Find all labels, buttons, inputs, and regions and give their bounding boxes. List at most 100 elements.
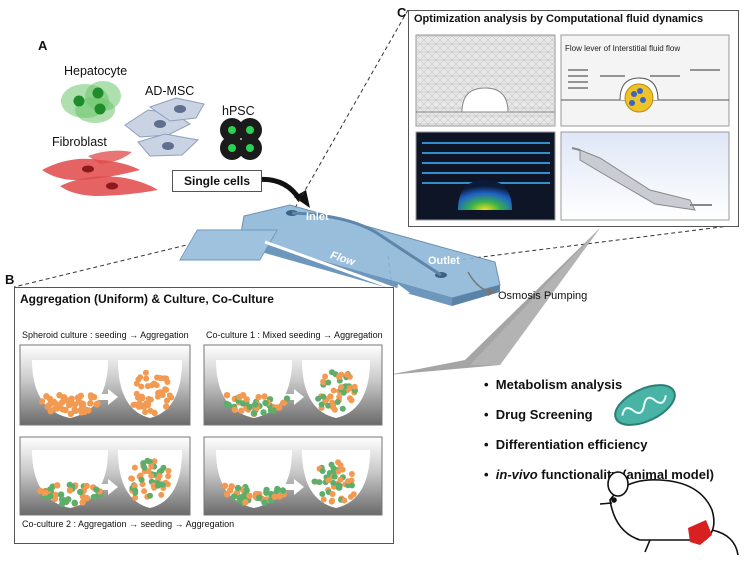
cell-dot: [243, 487, 250, 494]
cell-dot: [280, 399, 287, 406]
cell-dot: [234, 484, 242, 492]
cell-dot: [66, 481, 74, 489]
cell-dot: [87, 400, 94, 407]
cell-dot: [47, 408, 54, 415]
coculture1-caption: Co-culture 1 : Mixed seeding → Aggregati…: [206, 330, 383, 340]
cell-dot: [338, 384, 344, 391]
cell-dot: [320, 496, 327, 503]
cell-dot: [59, 406, 66, 413]
application-item-differentiation: • Differentiation efficiency: [484, 437, 648, 452]
cell-dot: [227, 487, 234, 494]
application-item-in-vivo: • in-vivo functionality (animal model): [484, 467, 714, 482]
cell-dot: [141, 464, 148, 471]
cell-dot: [261, 393, 268, 400]
hpsc-cells-icon: [220, 118, 262, 160]
cell-dot: [90, 493, 97, 501]
cell-dot: [320, 393, 327, 400]
cell-dot: [132, 401, 138, 408]
cell-dot: [238, 407, 245, 414]
cell-dot: [335, 459, 342, 466]
cell-dot: [83, 406, 90, 414]
cell-dot: [52, 491, 59, 499]
cell-dot: [83, 482, 90, 490]
cell-dot: [47, 493, 54, 500]
cell-dot: [341, 497, 348, 504]
cell-dot: [325, 379, 332, 386]
cell-dot: [163, 397, 170, 404]
cell-dot: [137, 374, 144, 381]
cell-dot: [336, 373, 343, 380]
cell-dot: [250, 410, 258, 417]
cell-dot: [78, 401, 85, 408]
panel-b-label: B: [5, 272, 15, 287]
cell-dot: [252, 401, 259, 408]
cell-dot: [322, 373, 329, 380]
fibroblast-label: Fibroblast: [52, 135, 107, 149]
cell-dot: [77, 488, 84, 496]
panel-b-title: Aggregation (Uniform) & Culture, Co-Cult…: [20, 292, 274, 306]
cell-dot: [138, 476, 145, 483]
cell-dot: [336, 393, 343, 400]
cell-dot: [53, 405, 61, 412]
cell-dot: [231, 406, 238, 413]
cell-dot: [159, 481, 166, 488]
cell-dot: [46, 395, 54, 403]
cell-dot: [320, 379, 327, 386]
cell-dot: [166, 392, 173, 399]
spheroid-caption: Spheroid culture : seeding → Aggregation: [22, 330, 189, 340]
cell-dot: [145, 396, 152, 402]
cell-dot: [255, 393, 262, 401]
inlet-label: Inlet: [306, 211, 329, 223]
cell-dot: [236, 393, 243, 401]
cell-dot: [60, 394, 68, 401]
mouse-leg-marker-icon: [688, 520, 712, 545]
cell-dot: [330, 402, 337, 409]
cell-dot: [338, 466, 345, 473]
cell-dot: [58, 496, 66, 503]
cell-dot: [348, 471, 355, 477]
cell-dot: [225, 401, 232, 409]
cell-dot: [145, 468, 152, 475]
osmosis-pumping-label: Osmosis Pumping: [498, 290, 588, 302]
cell-dot: [330, 479, 337, 486]
hpsc-label: hPSC: [222, 104, 255, 118]
cell-dot: [260, 409, 267, 416]
cell-dot: [79, 499, 86, 506]
cell-dot: [42, 489, 49, 496]
well-coculture2: [19, 436, 191, 516]
cell-dot: [147, 492, 153, 499]
cell-dot: [158, 467, 165, 474]
cell-dot: [315, 395, 322, 402]
mitochondria-icon: [614, 384, 676, 426]
cell-dot: [144, 457, 151, 464]
cell-dot: [334, 399, 341, 405]
cell-dot: [150, 482, 157, 489]
cell-dot: [243, 396, 250, 403]
cell-dot: [155, 482, 161, 489]
cell-dot: [283, 395, 291, 402]
cell-dot: [142, 409, 149, 416]
cell-dot: [143, 375, 150, 382]
flow-lever-schematic: [560, 34, 730, 127]
cell-dot: [151, 458, 158, 465]
cell-dot: [327, 393, 334, 400]
cell-dot: [139, 402, 146, 409]
cfd-mesh-image: [415, 34, 556, 127]
cfd-result-image: [415, 131, 556, 221]
cell-dot: [318, 401, 325, 408]
cell-dot: [270, 407, 277, 414]
cell-dot: [344, 371, 351, 378]
cell-dot: [54, 482, 61, 489]
cell-dot: [148, 463, 155, 470]
cell-dot: [261, 499, 268, 506]
application-item-drug-screening: • Drug Screening: [484, 407, 593, 422]
cell-dot: [156, 472, 163, 479]
cell-dot: [66, 487, 74, 494]
cell-dot: [59, 500, 66, 508]
cell-dot: [246, 492, 253, 499]
cell-dot: [158, 491, 165, 498]
cell-dot: [330, 387, 337, 394]
outlet-label: Outlet: [428, 255, 460, 267]
